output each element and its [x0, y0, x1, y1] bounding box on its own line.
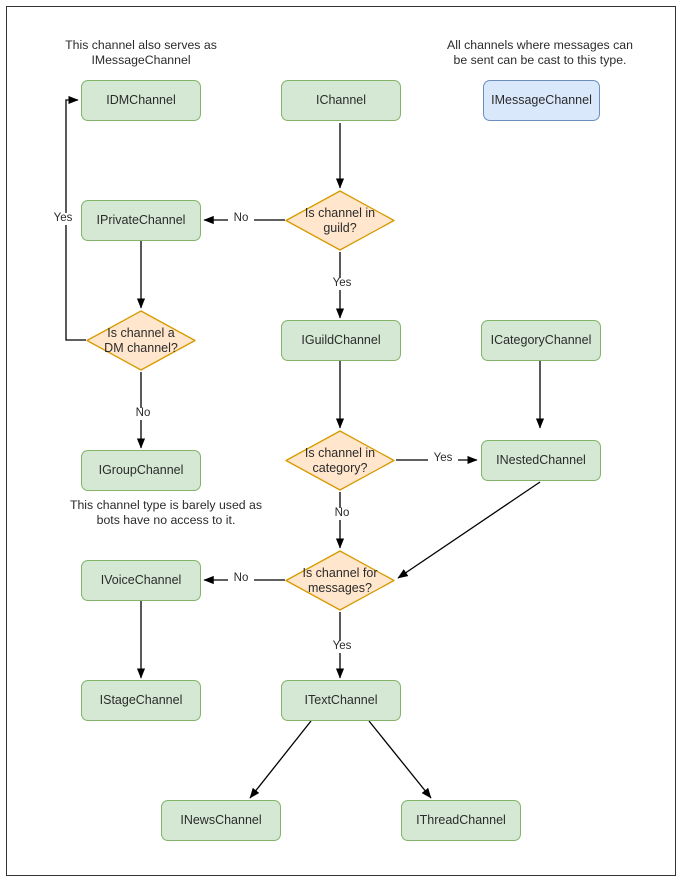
node-iguildchannel-label: IGuildChannel	[301, 333, 381, 348]
node-ivoicechannel-label: IVoiceChannel	[100, 573, 182, 588]
node-istagechannel[interactable]: IStageChannel	[81, 680, 201, 721]
node-inestedchannel[interactable]: INestedChannel	[481, 440, 601, 481]
node-iguildchannel[interactable]: IGuildChannel	[281, 320, 401, 361]
decision-is-in-guild[interactable]: Is channel in guild?	[285, 190, 395, 251]
decision-is-in-category-shape	[285, 430, 395, 491]
edge-label-guild-yes: Yes	[327, 277, 357, 290]
node-icategorychannel[interactable]: ICategoryChannel	[481, 320, 601, 361]
edge-inestedchannel-to-isformessages	[397, 481, 541, 579]
decision-is-in-guild-shape	[285, 190, 395, 251]
node-idmchannel[interactable]: IDMChannel	[81, 80, 201, 121]
edge-itextchannel-to-ithreadchannel	[368, 720, 432, 799]
decision-is-for-messages-shape	[285, 550, 395, 611]
decision-is-dm-shape	[86, 310, 196, 371]
node-itextchannel[interactable]: ITextChannel	[281, 680, 401, 721]
node-inestedchannel-label: INestedChannel	[496, 453, 586, 468]
decision-is-for-messages[interactable]: Is channel for messages?	[285, 550, 395, 611]
edge-label-messages-no: No	[228, 572, 254, 585]
node-istagechannel-label: IStageChannel	[99, 693, 183, 708]
edge-label-dm-yes: Yes	[48, 212, 78, 225]
edge-itextchannel-to-inewschannel	[249, 720, 312, 799]
node-itextchannel-label: ITextChannel	[304, 693, 378, 708]
note-group-channel: This channel type is barely used as bots…	[69, 498, 263, 528]
node-iprivatechannel[interactable]: IPrivateChannel	[81, 200, 201, 241]
edge-label-category-yes: Yes	[428, 452, 458, 465]
edge-label-messages-yes: Yes	[327, 640, 357, 653]
decision-is-in-category[interactable]: Is channel in category?	[285, 430, 395, 491]
decision-is-in-category-label: Is channel in category?	[304, 445, 376, 475]
node-inewschannel[interactable]: INewsChannel	[161, 800, 281, 841]
decision-is-dm[interactable]: Is channel a DM channel?	[86, 310, 196, 371]
decision-is-for-messages-label: Is channel for messages?	[302, 565, 378, 595]
node-igroupchannel[interactable]: IGroupChannel	[81, 450, 201, 491]
note-dm-channel: This channel also serves as IMessageChan…	[65, 38, 217, 68]
node-inewschannel-label: INewsChannel	[180, 813, 262, 828]
node-icategorychannel-label: ICategoryChannel	[490, 333, 592, 348]
node-ichannel-label: IChannel	[315, 93, 367, 108]
node-imessagechannel[interactable]: IMessageChannel	[483, 80, 600, 121]
node-ithreadchannel[interactable]: IThreadChannel	[401, 800, 521, 841]
node-ichannel[interactable]: IChannel	[281, 80, 401, 121]
node-ivoicechannel[interactable]: IVoiceChannel	[81, 560, 201, 601]
note-message-channel: All channels where messages can be sent …	[447, 38, 633, 68]
node-iprivatechannel-label: IPrivateChannel	[96, 213, 186, 228]
decision-is-in-guild-label: Is channel in guild?	[304, 205, 376, 235]
edge-label-guild-no: No	[228, 212, 254, 225]
node-ithreadchannel-label: IThreadChannel	[416, 813, 506, 828]
node-idmchannel-label: IDMChannel	[106, 93, 176, 108]
edge-label-category-no: No	[329, 507, 355, 520]
node-imessagechannel-label: IMessageChannel	[491, 93, 592, 108]
edge-label-dm-no: No	[130, 407, 156, 420]
node-igroupchannel-label: IGroupChannel	[98, 463, 184, 478]
decision-is-dm-label: Is channel a DM channel?	[104, 325, 178, 355]
